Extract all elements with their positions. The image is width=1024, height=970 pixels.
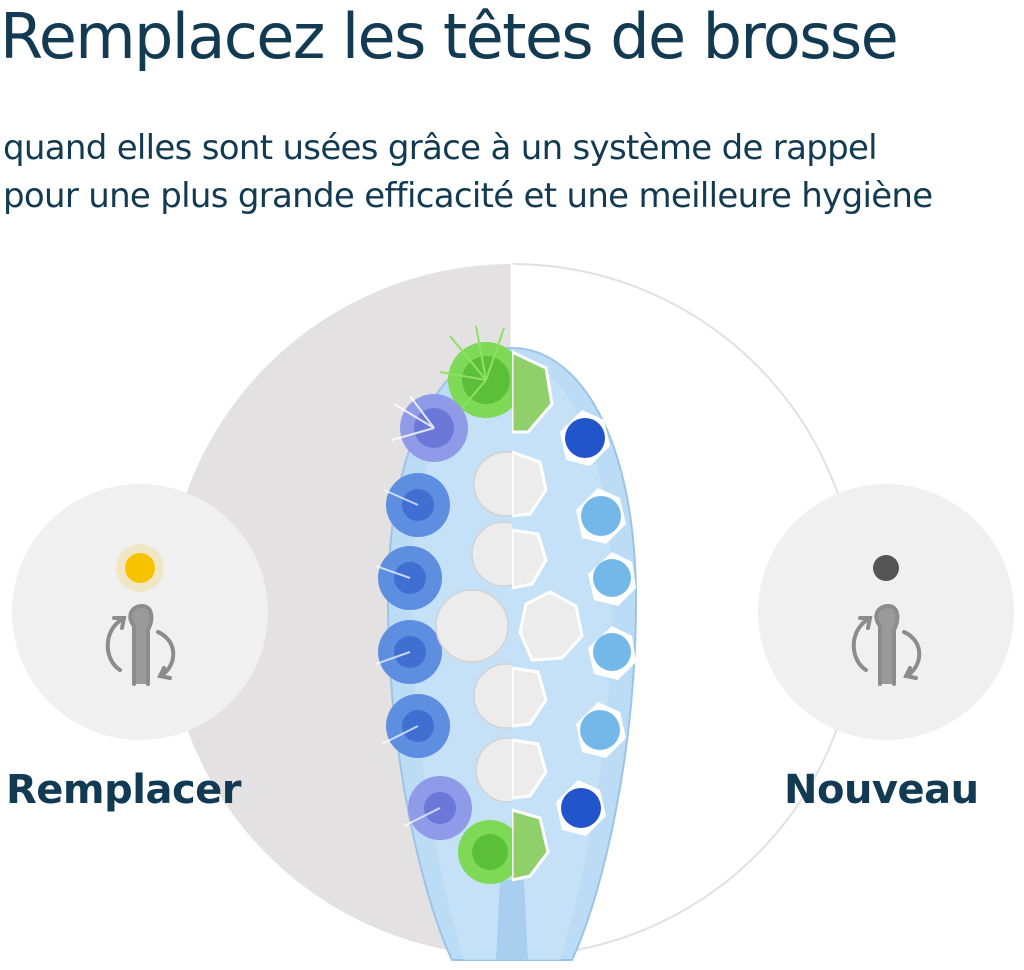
new-tuft-white xyxy=(512,450,548,518)
new-tuft-white-center xyxy=(518,590,584,662)
new-tufts-dark-blue xyxy=(556,410,610,836)
brush-neck xyxy=(496,880,528,960)
worn-tufts-white xyxy=(435,451,512,803)
worn-tuft-green-bottom xyxy=(458,820,512,884)
worn-tufts-blue xyxy=(375,473,472,840)
yellow-indicator-light xyxy=(125,553,155,583)
gray-indicator-light xyxy=(873,555,899,581)
new-tuft-white xyxy=(512,666,548,728)
new-tuft-white xyxy=(512,738,548,800)
worn-bristles xyxy=(375,325,512,884)
subtitle-line-1: quand elles sont usées grâce à un systèm… xyxy=(3,128,878,168)
new-label: Nouveau xyxy=(784,767,979,813)
replace-brush-head-icon xyxy=(105,603,176,686)
new-bristles xyxy=(512,350,636,882)
new-tuft-green-bottom xyxy=(512,808,550,882)
new-brush-head-icon xyxy=(851,603,922,686)
replace-indicator-badge xyxy=(12,484,268,740)
new-tuft-green-top xyxy=(512,350,554,434)
indicator-glow xyxy=(116,544,164,592)
replace-label: Remplacer xyxy=(6,767,242,813)
worn-tuft-purple xyxy=(391,394,468,462)
new-tufts-light-blue xyxy=(576,488,636,758)
brush-head-comparison-illustration xyxy=(12,263,1014,961)
subtitle-line-2: pour une plus grande efficacité et une m… xyxy=(3,176,933,216)
headline: Remplacez les têtes de brosse xyxy=(0,0,899,73)
new-indicator-badge xyxy=(758,484,1014,740)
worn-tuft-green-top xyxy=(439,325,512,421)
new-tuft-white xyxy=(512,528,548,590)
